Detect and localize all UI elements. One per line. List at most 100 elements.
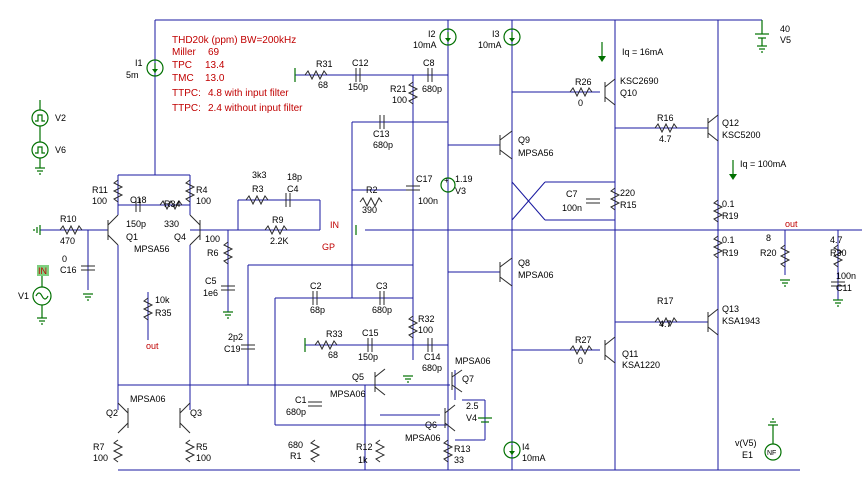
transistor-q10-icon <box>604 78 616 106</box>
c17-value: 100n <box>418 196 438 206</box>
r9-ref: R9 <box>272 215 284 225</box>
q5-ref: Q5 <box>352 372 364 382</box>
i1-ref: I1 <box>135 58 143 68</box>
ttpc-label-2: TTPC: <box>172 103 201 114</box>
c14-value: 680p <box>422 363 442 373</box>
r16-value: 4.7 <box>659 134 672 144</box>
bias-notes: Iq = 16mA Iq = 100mA <box>598 42 786 180</box>
tmc-value: 13.0 <box>205 73 225 84</box>
c18-value: 150p <box>126 219 146 229</box>
r30-ref: R30 <box>830 248 847 258</box>
i4-ref: I4 <box>522 442 530 452</box>
c16-value: 0 <box>62 254 67 264</box>
in-net-label: IN <box>330 220 339 230</box>
r31-value: 68 <box>318 80 328 90</box>
c16-ref: C16 <box>60 265 77 275</box>
svg-text:NF: NF <box>767 450 776 457</box>
ttpc-value-2: 2.4 without input filter <box>208 103 303 114</box>
c7-ref: C7 <box>566 189 578 199</box>
r13-value: 33 <box>454 455 464 465</box>
e1-value: v(V5) <box>735 438 757 448</box>
q7-model: MPSA06 <box>455 356 491 366</box>
transistor-q12-icon <box>707 114 719 142</box>
resistor-r35-icon <box>142 297 154 321</box>
r19-value: 0.1 <box>722 235 735 245</box>
ground-icon <box>402 375 414 383</box>
r2-value: 390 <box>362 205 377 215</box>
resistor-r10-icon <box>59 224 83 236</box>
ground-icon <box>832 299 844 307</box>
q2-ref: Q2 <box>106 408 118 418</box>
q13-ref: Q13 <box>722 304 739 314</box>
r32-value: 100 <box>418 325 433 335</box>
r27-value: 0 <box>578 356 583 366</box>
capacitor-c5-icon <box>221 285 235 291</box>
capacitor-c11-icon <box>831 281 845 287</box>
r18-value: 0.1 <box>722 199 735 209</box>
resistor-r6-icon <box>222 241 234 265</box>
capacitor-c18-icon <box>135 198 141 212</box>
c19-ref: C19 <box>224 344 241 354</box>
transistors: Q1 MPSA56 Q4 Q2 MPSA06 Q3 Q5 MPSA06 Q6 M… <box>106 76 761 443</box>
resistors: R10 470 R11 100 R34 330 R4 100 100 R6 3k… <box>59 59 847 465</box>
capacitor-c8-icon <box>427 68 433 82</box>
iq-driver-note: Iq = 16mA <box>622 47 663 57</box>
v4-value: 2.5 <box>466 401 479 411</box>
q4-ref: Q4 <box>174 232 186 242</box>
out-net-label-left: out <box>146 341 159 351</box>
capacitor-c7-icon <box>586 198 600 204</box>
r35-value: 10k <box>155 295 170 305</box>
r20-value: 8 <box>766 233 771 243</box>
r5-ref: R5 <box>196 442 208 452</box>
q8-model: MPSA06 <box>518 270 554 280</box>
resistor-r20-icon <box>779 244 791 268</box>
thd-title: THD20k (ppm) BW=200kHz <box>172 35 296 46</box>
r1-ref: R1 <box>290 451 302 461</box>
resistor-r7-icon <box>112 439 124 463</box>
net-labels: IN GP out out <box>146 219 798 351</box>
r19-ref: R19 <box>722 248 739 258</box>
transistor-q11-icon <box>604 336 616 364</box>
c19-value: 2p2 <box>228 332 243 342</box>
q3-ref: Q3 <box>190 408 202 418</box>
resistor-r2-icon <box>359 196 383 208</box>
r17-ref: R17 <box>657 296 674 306</box>
arrow-down-icon <box>729 174 737 180</box>
r15-ref: R15 <box>620 200 637 210</box>
resistor-r16-icon <box>654 122 678 134</box>
ground-icon <box>82 293 94 301</box>
transistor-q6-icon <box>444 404 456 432</box>
capacitor-c13-icon <box>379 115 385 129</box>
q6-ref: Q6 <box>425 420 437 430</box>
r6-ref: R6 <box>207 248 219 258</box>
r6-value: 100 <box>205 234 220 244</box>
r1-value: 680 <box>288 440 303 450</box>
ttpc-value-1: 4.8 with input filter <box>208 88 289 99</box>
r4-value: 100 <box>196 196 211 206</box>
pulse-source-v6-icon <box>31 126 49 175</box>
resistor-r15-icon <box>609 187 621 211</box>
ttpc-label-1: TTPC: <box>172 88 201 99</box>
r30-value: 4.7 <box>830 235 843 245</box>
r11-ref: R11 <box>92 185 108 195</box>
r10-ref: R10 <box>60 214 77 224</box>
c1-value: 680p <box>286 407 306 417</box>
c5-value: 1e6 <box>203 288 218 298</box>
i1-value: 5m <box>126 70 139 80</box>
c12-ref: C12 <box>352 58 369 68</box>
v3-value: 1.19 <box>455 174 473 184</box>
resistor-r21-icon <box>407 81 419 105</box>
i4-value: 10mA <box>522 453 546 463</box>
c11-ref: C11 <box>836 283 852 293</box>
q7-ref: Q7 <box>462 374 474 384</box>
r10-value: 470 <box>60 236 75 246</box>
voltage-source-v3-icon: + <box>440 176 456 193</box>
transistor-q4-icon <box>189 214 201 246</box>
capacitor-c3-icon <box>379 291 385 305</box>
q10-ref: Q10 <box>620 88 637 98</box>
svg-text:+: + <box>444 176 449 185</box>
capacitor-c19-icon <box>241 344 255 350</box>
c15-value: 150p <box>358 352 378 362</box>
c15-ref: C15 <box>362 328 379 338</box>
